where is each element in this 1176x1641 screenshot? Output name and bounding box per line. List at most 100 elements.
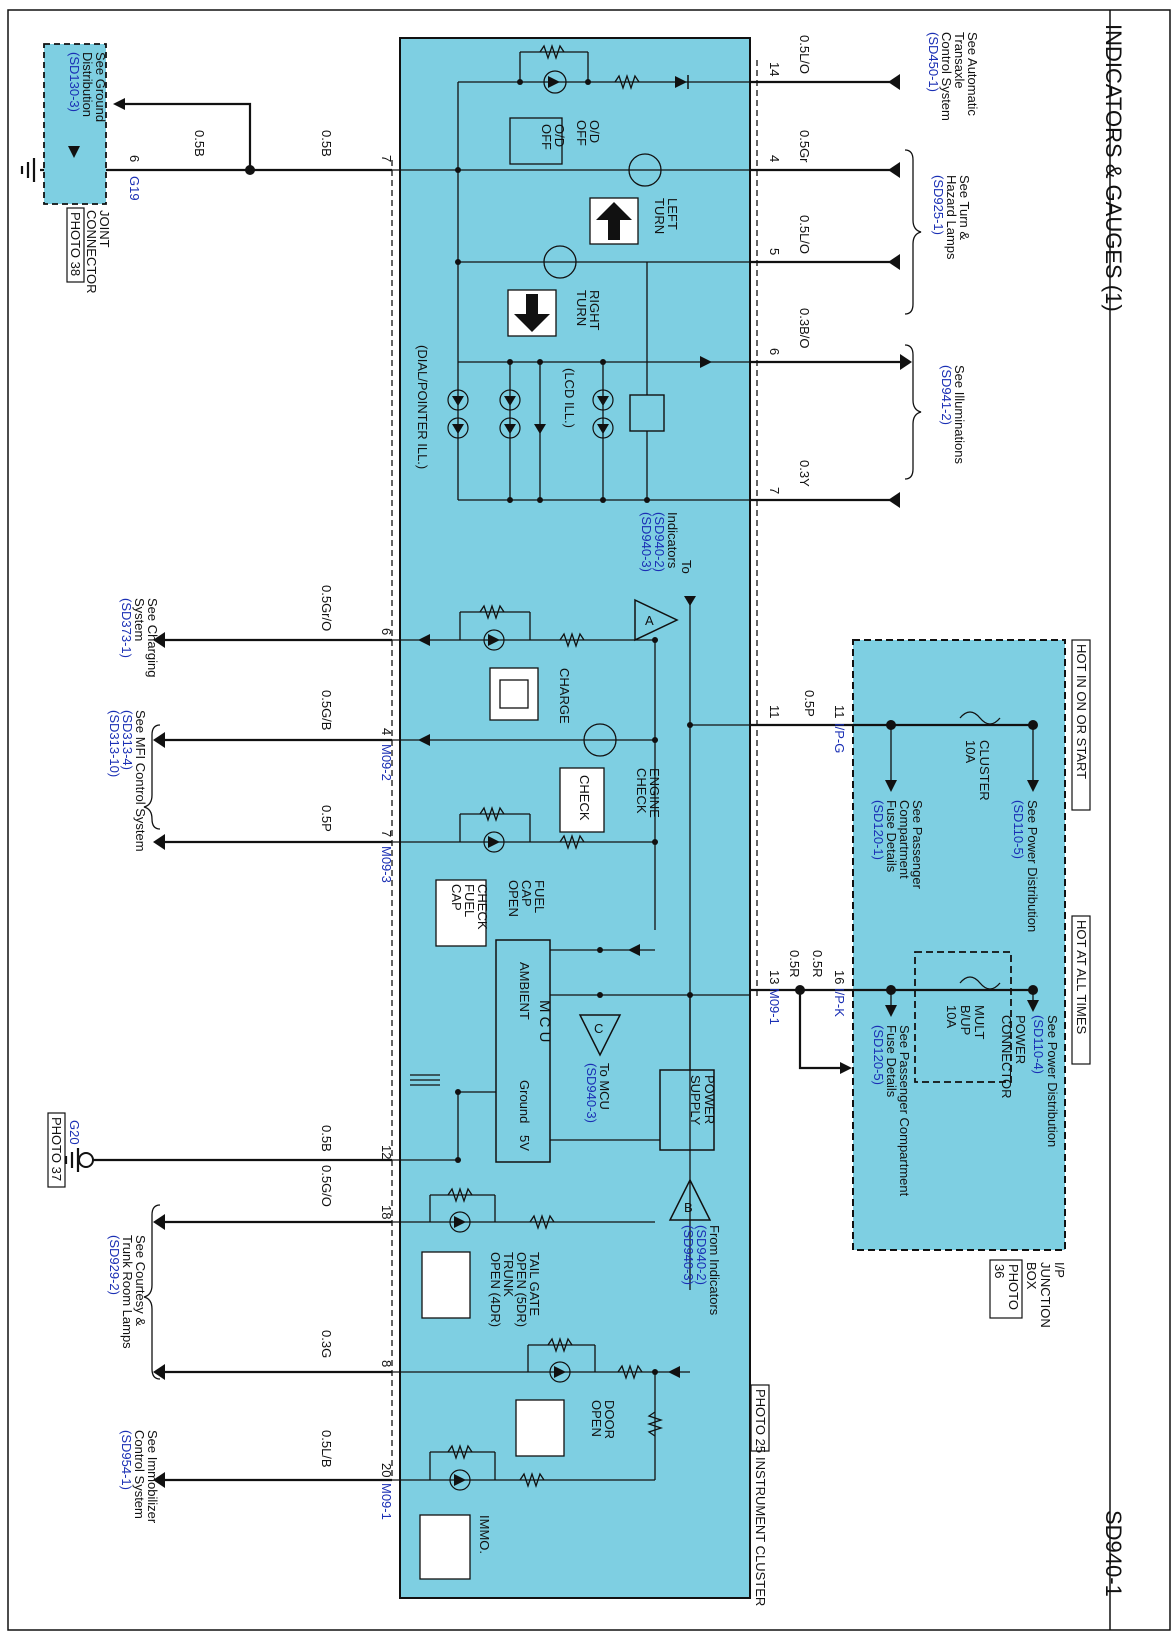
see-pass-fuse-1: See Passenger Compartment Fuse Details (… bbox=[871, 800, 925, 890]
photo37-label: PHOTO 37 bbox=[47, 1112, 66, 1188]
fuse1-name: CLUSTER bbox=[977, 740, 992, 801]
check-label: CHECK bbox=[577, 775, 592, 821]
od-text1: O/D bbox=[552, 124, 567, 147]
diode-icon bbox=[548, 76, 560, 88]
engine-t1: ENGINE bbox=[647, 768, 662, 818]
ref-940-2-b: (SD940-2) bbox=[694, 1225, 709, 1285]
psu-label: POWER SUPPLY bbox=[688, 1075, 717, 1126]
resistor-icon bbox=[559, 833, 585, 851]
pin-6-b: 6 bbox=[379, 628, 394, 635]
arrow-icon bbox=[885, 780, 897, 792]
arrow-icon bbox=[888, 492, 900, 508]
left-t2: TURN bbox=[652, 198, 667, 234]
charge-icon bbox=[489, 667, 539, 721]
od-side2: OFF bbox=[574, 120, 589, 146]
diode-icon bbox=[418, 734, 430, 746]
mfi-ref2: (SD313-10) bbox=[107, 710, 122, 777]
g19-l: G19 bbox=[127, 176, 142, 201]
lcd-label: (LCD ILL.) bbox=[562, 368, 577, 428]
court-r2: Trunk Room Lamps bbox=[120, 1235, 135, 1349]
wire-05go: 0.5G/O bbox=[319, 1165, 334, 1207]
diode-icon bbox=[488, 836, 500, 848]
pin-7: 7 bbox=[767, 487, 782, 494]
ambient-text: AMBIENT bbox=[517, 962, 532, 1020]
pin7-b: 7 M09-3 bbox=[379, 830, 394, 883]
psu1: POWER bbox=[702, 1075, 717, 1124]
code-block: SD940-1 bbox=[1101, 1510, 1126, 1597]
node bbox=[597, 947, 603, 953]
turn-l1: See Turn & bbox=[957, 175, 972, 240]
ipg-label: 11 I/P-G bbox=[832, 705, 847, 753]
top-wires bbox=[750, 74, 922, 508]
from-t: From Indicators bbox=[707, 1225, 722, 1316]
courtesy-brace bbox=[143, 1204, 161, 1380]
down-arrow-icon bbox=[514, 294, 550, 332]
conn-ipg: I/P-G bbox=[832, 723, 847, 753]
wire14-l: 0.5L/O bbox=[797, 35, 812, 74]
fuel-led-icon bbox=[483, 831, 505, 853]
pin7-gnd: 7 bbox=[379, 155, 394, 162]
photo37-box bbox=[47, 1112, 66, 1188]
pin20-b: 20 M09-1 bbox=[379, 1463, 394, 1520]
ipk-label: 16 I/P-K bbox=[832, 970, 847, 1017]
immo-icon bbox=[419, 1514, 471, 1580]
to-ind-label2: Indicators (SD940-2) (SD940-3) bbox=[639, 512, 680, 572]
immo-led-icon bbox=[449, 1469, 471, 1491]
conn-m091: M09-1 bbox=[379, 1483, 394, 1520]
conn-m093: M09-3 bbox=[379, 846, 394, 883]
fuse1-label: CLUSTER 10A bbox=[963, 740, 992, 801]
pin4-b: 4 M09-2 bbox=[379, 728, 394, 781]
door-label: DOOR OPEN bbox=[589, 1400, 617, 1439]
pin-13: 13 bbox=[767, 970, 782, 984]
conn-m092: M09-2 bbox=[379, 744, 394, 781]
to-ind-label: To bbox=[679, 560, 694, 574]
right-t2: TURN bbox=[574, 290, 589, 326]
middle-circuit: A CHARGE ENGINE CHECK CHECK bbox=[392, 596, 750, 1290]
node bbox=[507, 497, 513, 503]
led-icon bbox=[499, 389, 521, 411]
power-conn-l1: POWER bbox=[1013, 1015, 1028, 1064]
arrow-icon bbox=[153, 632, 165, 648]
door2: OPEN bbox=[589, 1400, 604, 1437]
multbup-fuse-icon bbox=[959, 976, 1001, 990]
pin-12: 12 bbox=[379, 1145, 394, 1159]
wire-05r-a: 0.5R bbox=[810, 950, 825, 977]
turn-l2: Hazard Lamps bbox=[944, 175, 959, 260]
power-connector-box bbox=[914, 951, 1012, 1083]
wire-05gro: 0.5Gr/O bbox=[319, 585, 334, 631]
charge-label: CHARGE bbox=[557, 668, 572, 724]
wire-03g: 0.3G bbox=[319, 1330, 334, 1358]
page-border bbox=[7, 9, 1171, 1631]
jb-name-3: BOX bbox=[1024, 1262, 1039, 1290]
mcu-label: M C U bbox=[536, 1000, 553, 1043]
wire-05gb: 0.5G/B bbox=[319, 690, 334, 730]
pin-4-b: 4 bbox=[379, 728, 394, 735]
node bbox=[537, 497, 543, 503]
resistor-icon bbox=[479, 603, 505, 621]
node bbox=[455, 259, 461, 265]
charge-r1: See Charging bbox=[145, 598, 160, 678]
see-power-dist-text: See Power Distribution bbox=[1045, 1015, 1060, 1147]
tail4: OPEN (4DR) bbox=[488, 1252, 503, 1327]
pin-7-gnd: 7 bbox=[379, 155, 394, 162]
cluster-fuse-icon bbox=[959, 711, 1001, 725]
diode-icon bbox=[597, 396, 609, 406]
engine-label: ENGINE CHECK bbox=[634, 768, 662, 818]
page-code: SD940-1 bbox=[1101, 1510, 1126, 1597]
node bbox=[652, 637, 658, 643]
gnd-ref: (SD130-3) bbox=[67, 52, 82, 112]
auto-ref-code: (SD450-1) bbox=[926, 32, 941, 92]
joint1: JOINT bbox=[97, 210, 112, 248]
pin12-b: 12 bbox=[379, 1145, 394, 1159]
led-icon bbox=[447, 417, 469, 439]
pin-8: 8 bbox=[379, 1360, 394, 1367]
tomcu-t: To MCU bbox=[597, 1063, 612, 1110]
triangle-a-icon bbox=[634, 598, 679, 642]
od-led-icon bbox=[543, 70, 567, 94]
fuse1-rating: 10A bbox=[963, 740, 978, 763]
ground-branch bbox=[125, 102, 252, 170]
tri-c: C bbox=[594, 1021, 603, 1036]
diode-icon bbox=[675, 76, 687, 88]
see-power-dist-1: See Power Distribution (SD110-5) bbox=[1011, 800, 1040, 932]
